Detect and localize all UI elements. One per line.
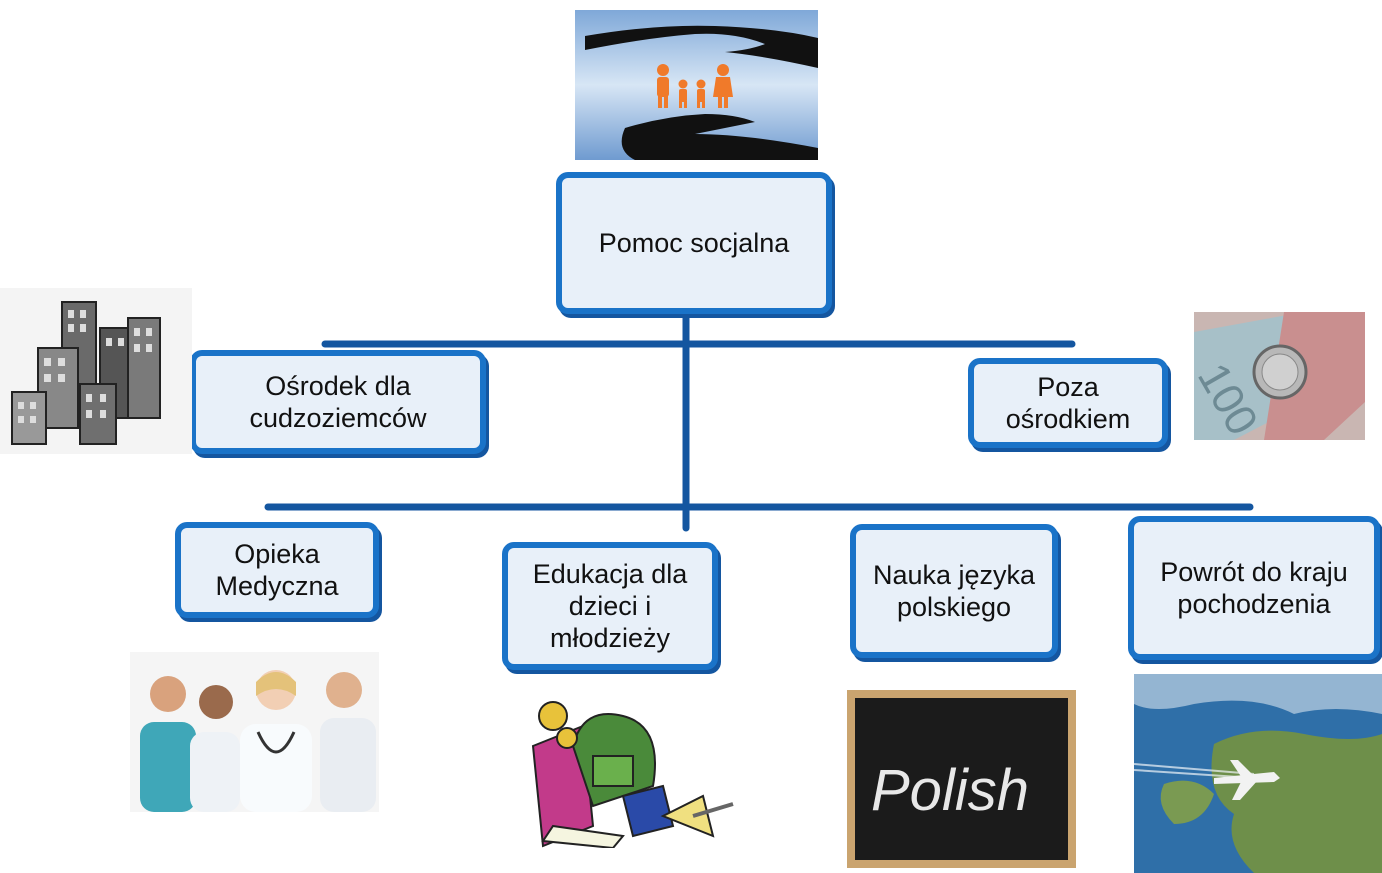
buildings-image [0,288,192,454]
node-label: Pomoc socjalna [598,228,790,258]
node-nauka-jezyka: Nauka języka polskiego [850,524,1058,658]
node-label: Ośrodek dla cudzoziemców [249,371,427,433]
doctors-image [130,652,379,812]
node-label: Opieka Medyczna [215,539,339,601]
money-image: 100 [1194,312,1365,440]
node-edukacja: Edukacja dla dzieci i młodzieży [502,542,718,670]
node-label: Edukacja dla dzieci i młodzieży [532,559,688,653]
airplane-map-image [1134,674,1382,873]
polish-blackboard-image: Polish [847,690,1076,868]
node-label: Poza ośrodkiem [1005,372,1131,434]
blackboard-text: Polish [871,758,1029,823]
node-label: Powrót do kraju pochodzenia [1160,557,1348,619]
node-powrot: Powrót do kraju pochodzenia [1128,516,1380,660]
node-opieka-medyczna: Opieka Medyczna [175,522,379,618]
node-label: Nauka języka polskiego [872,560,1036,622]
node-pomoc-socjalna: Pomoc socjalna [556,172,832,314]
family-protection-image [575,10,818,160]
node-poza-osrodkiem: Poza ośrodkiem [968,358,1168,448]
school-supplies-image [523,686,735,848]
node-osrodek: Ośrodek dla cudzoziemców [190,350,486,454]
